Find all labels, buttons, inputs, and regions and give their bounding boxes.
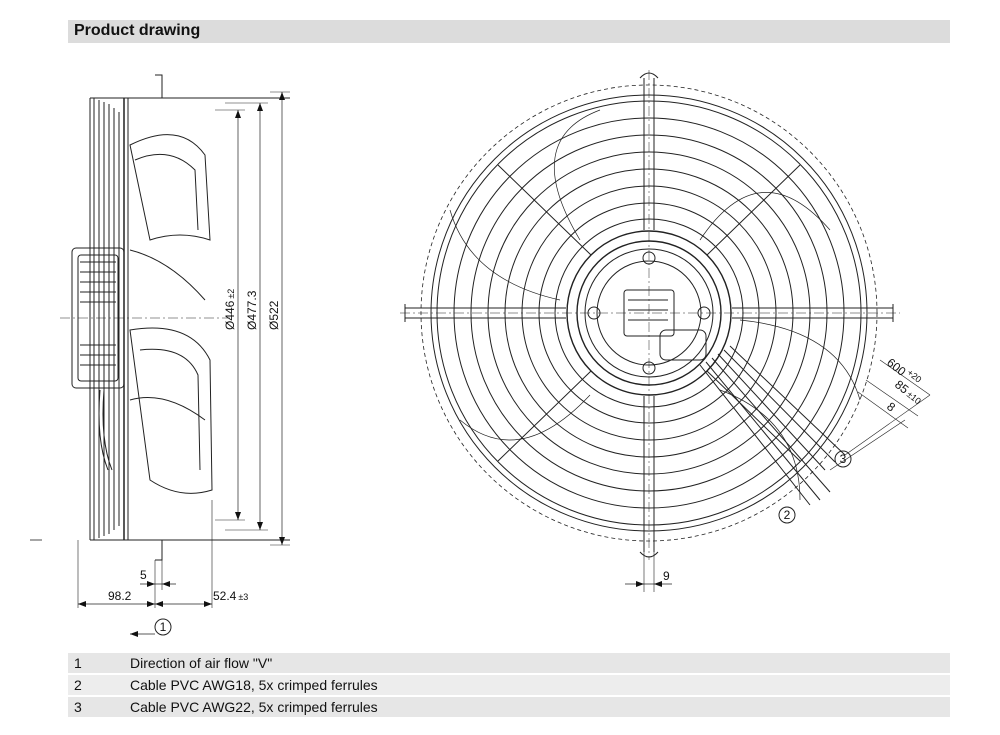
dim-5: 5 bbox=[140, 568, 147, 582]
side-bottom-dims bbox=[77, 500, 213, 635]
dim-9: 9 bbox=[663, 569, 670, 583]
side-blades bbox=[129, 134, 213, 494]
callout-3: 3 bbox=[840, 452, 847, 466]
callout-circle-2 bbox=[778, 506, 796, 524]
side-cable bbox=[98, 389, 109, 471]
legend-num: 2 bbox=[68, 675, 124, 695]
legend-row: 1 Direction of air flow "V" bbox=[68, 653, 950, 673]
dim-diameter-522: Ø522 bbox=[267, 300, 281, 330]
front-cables bbox=[699, 345, 846, 506]
product-drawing: 1 2 3 Ø446±2 Ø477.3 Ø522 5 98.2 52.4±3 9… bbox=[30, 70, 931, 637]
legend-text: Direction of air flow "V" bbox=[124, 653, 950, 673]
side-bracket-top bbox=[155, 74, 163, 98]
dim-diameter-477: Ø477.3 bbox=[245, 290, 259, 330]
callout-circle-1 bbox=[154, 618, 172, 636]
legend-num: 3 bbox=[68, 697, 124, 717]
front-blades bbox=[449, 109, 861, 501]
dim-98-2: 98.2 bbox=[108, 589, 132, 603]
section-header: Product drawing bbox=[68, 20, 950, 43]
cable-dims bbox=[829, 359, 931, 471]
side-dimension-lines bbox=[215, 91, 290, 546]
callout-2: 2 bbox=[784, 508, 791, 522]
front-view bbox=[400, 70, 931, 592]
side-view bbox=[30, 74, 290, 637]
legend-text: Cable PVC AWG22, 5x crimped ferrules bbox=[124, 697, 950, 717]
section-title: Product drawing bbox=[74, 22, 201, 39]
side-guard-wires bbox=[89, 97, 290, 541]
dim-diameter-446: Ø446±2 bbox=[223, 289, 237, 330]
legend-num: 1 bbox=[68, 653, 124, 673]
legend-text: Cable PVC AWG18, 5x crimped ferrules bbox=[124, 675, 950, 695]
side-bracket-bottom bbox=[155, 540, 163, 561]
callout-1: 1 bbox=[160, 620, 167, 634]
legend-table: 1 Direction of air flow "V" 2 Cable PVC … bbox=[68, 651, 950, 719]
legend-row: 3 Cable PVC AWG22, 5x crimped ferrules bbox=[68, 697, 950, 717]
dim-52-4: 52.4±3 bbox=[213, 589, 248, 603]
legend-row: 2 Cable PVC AWG18, 5x crimped ferrules bbox=[68, 675, 950, 695]
callout-circle-3 bbox=[834, 450, 852, 468]
